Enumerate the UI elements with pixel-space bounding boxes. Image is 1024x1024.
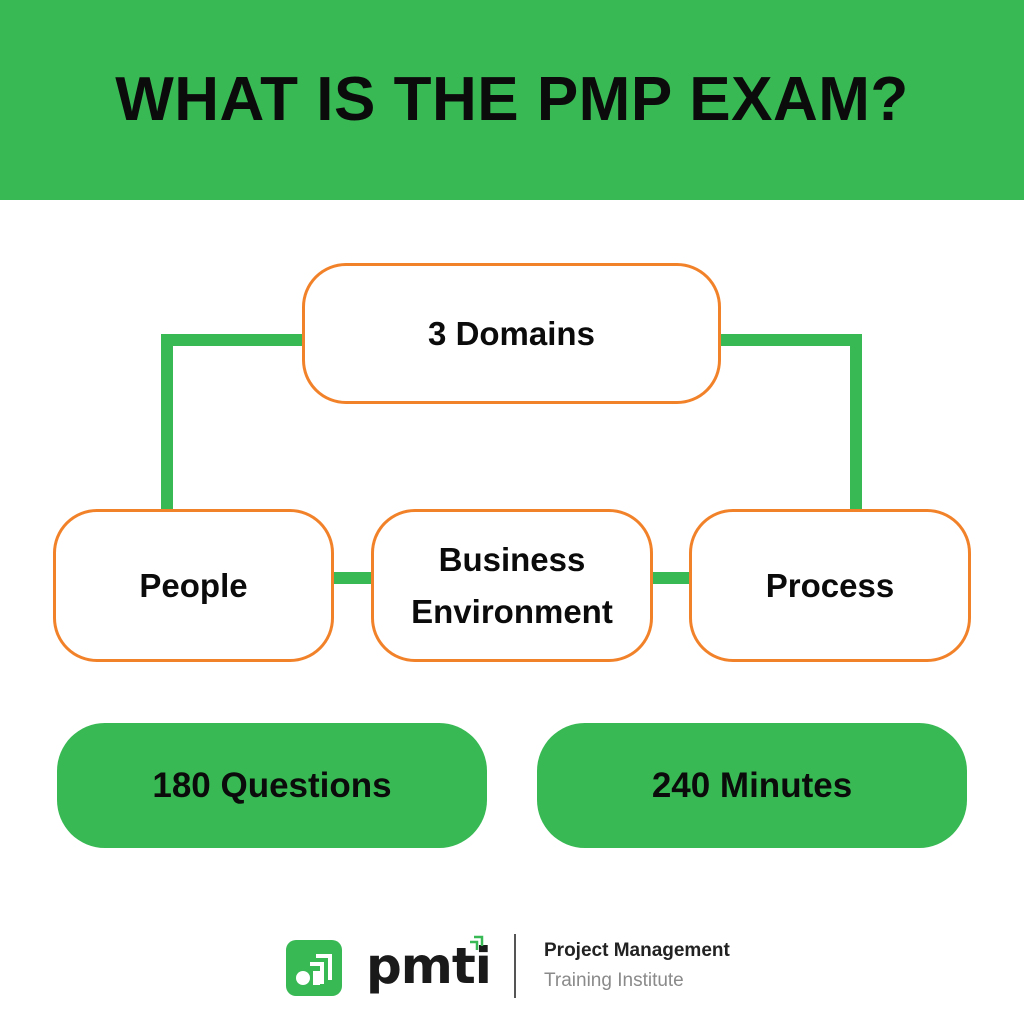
brand-name: pmti [366,937,492,995]
connector-root-to-people [161,334,302,509]
connector-root-to-process [721,334,862,509]
fact-label: 180 Questions [152,765,392,805]
node-label: People [139,566,248,604]
node-label: 3 Domains [428,314,595,352]
brand-divider [514,934,516,998]
node-3-domains: 3 Domains [302,263,721,404]
header-banner: WHAT IS THE PMP EXAM? [0,0,1024,200]
node-process: Process [689,509,971,662]
node-label: Process [765,566,895,604]
fact-questions: 180 Questions [57,723,487,848]
footer-branding: pmti Project Management Training Institu… [286,928,756,1008]
pmti-logo-icon [286,940,342,996]
brand-tagline-2: Training Institute [544,970,684,991]
node-people: People [53,509,334,662]
brand-sparkle-icon [470,935,484,950]
page-title: WHAT IS THE PMP EXAM? [115,64,909,134]
brand-tagline-1: Project Management [544,940,730,961]
node-label: Business Environment [411,540,613,630]
node-business-environment: Business Environment [371,509,653,662]
fact-label: 240 Minutes [651,765,853,805]
fact-minutes: 240 Minutes [537,723,967,848]
